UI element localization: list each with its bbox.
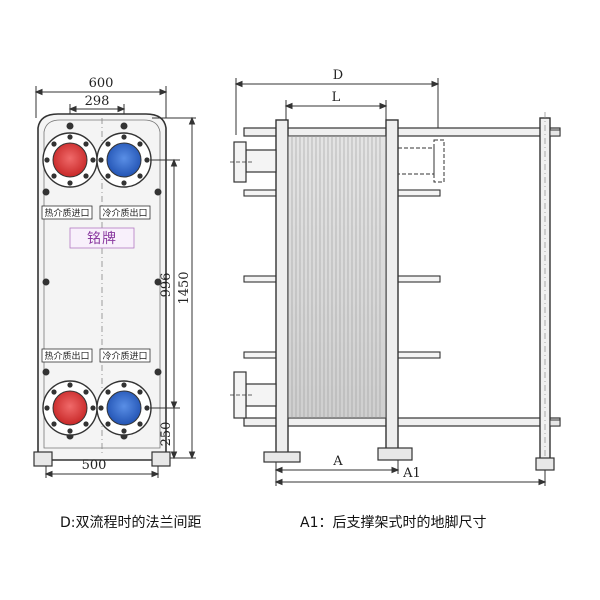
dim-height-total-text: 1450 bbox=[177, 271, 192, 304]
lower-left-nozzle bbox=[230, 371, 277, 419]
cold-outlet-label: 冷介质出口 bbox=[102, 207, 147, 219]
dim-D bbox=[234, 78, 440, 135]
dim-L bbox=[284, 100, 388, 120]
dim-bottom bbox=[44, 466, 160, 478]
hot-inlet-label: 热介质进口 bbox=[44, 207, 89, 219]
dim-lower-port-text: 250 bbox=[159, 422, 174, 447]
dim-A-text: A bbox=[332, 454, 343, 469]
dim-vertical bbox=[150, 116, 196, 460]
cold-inlet-label: 冷介质进口 bbox=[102, 350, 147, 362]
plate-pack bbox=[287, 135, 387, 419]
dim-D-text: D bbox=[333, 68, 343, 83]
upper-left-nozzle bbox=[230, 141, 277, 183]
plate-lines bbox=[291, 136, 381, 418]
dim-A1 bbox=[274, 470, 547, 486]
hot-outlet-port bbox=[42, 380, 98, 436]
dim-L-text: L bbox=[332, 90, 341, 105]
hot-outlet-label: 热介质出口 bbox=[44, 350, 89, 362]
side-view: D L bbox=[230, 68, 561, 486]
cold-inlet-label-box bbox=[99, 348, 151, 363]
double-pass-nozzle bbox=[397, 139, 445, 183]
side-feet bbox=[263, 447, 555, 471]
tie-bolts bbox=[42, 122, 162, 440]
cold-inlet-port bbox=[96, 380, 152, 436]
fixed-frame-plate bbox=[275, 119, 289, 459]
cold-outlet-port bbox=[96, 132, 152, 188]
dim-width-text: 600 bbox=[89, 76, 114, 91]
dim-A1-text: A1 bbox=[402, 466, 421, 481]
front-view: 600 298 bbox=[33, 76, 196, 478]
lower-guide-bar bbox=[243, 417, 561, 427]
dim-bottom-text: 500 bbox=[82, 458, 107, 473]
pressure-plate bbox=[385, 119, 399, 451]
dim-port-vertical-text: 996 bbox=[159, 273, 174, 298]
dim-port-spacing-text: 298 bbox=[85, 94, 110, 109]
cold-outlet-label-box bbox=[99, 205, 151, 220]
nameplate-box bbox=[69, 227, 135, 249]
dim-A bbox=[274, 460, 400, 474]
nameplate-text: 铭牌 bbox=[87, 230, 117, 247]
dim-width bbox=[34, 86, 168, 118]
caption-right: A1：后支撑架式时的地脚尺寸 bbox=[300, 515, 486, 531]
upper-guide-bar bbox=[243, 127, 561, 137]
hot-inlet-label-box bbox=[41, 205, 93, 220]
column-brackets bbox=[549, 129, 561, 427]
front-feet bbox=[33, 451, 171, 467]
frame-inner-outline bbox=[43, 119, 161, 449]
hot-inlet-port bbox=[42, 132, 98, 188]
hot-outlet-label-box bbox=[41, 348, 93, 363]
caption-left: D:双流程时的法兰间距 bbox=[60, 515, 202, 531]
